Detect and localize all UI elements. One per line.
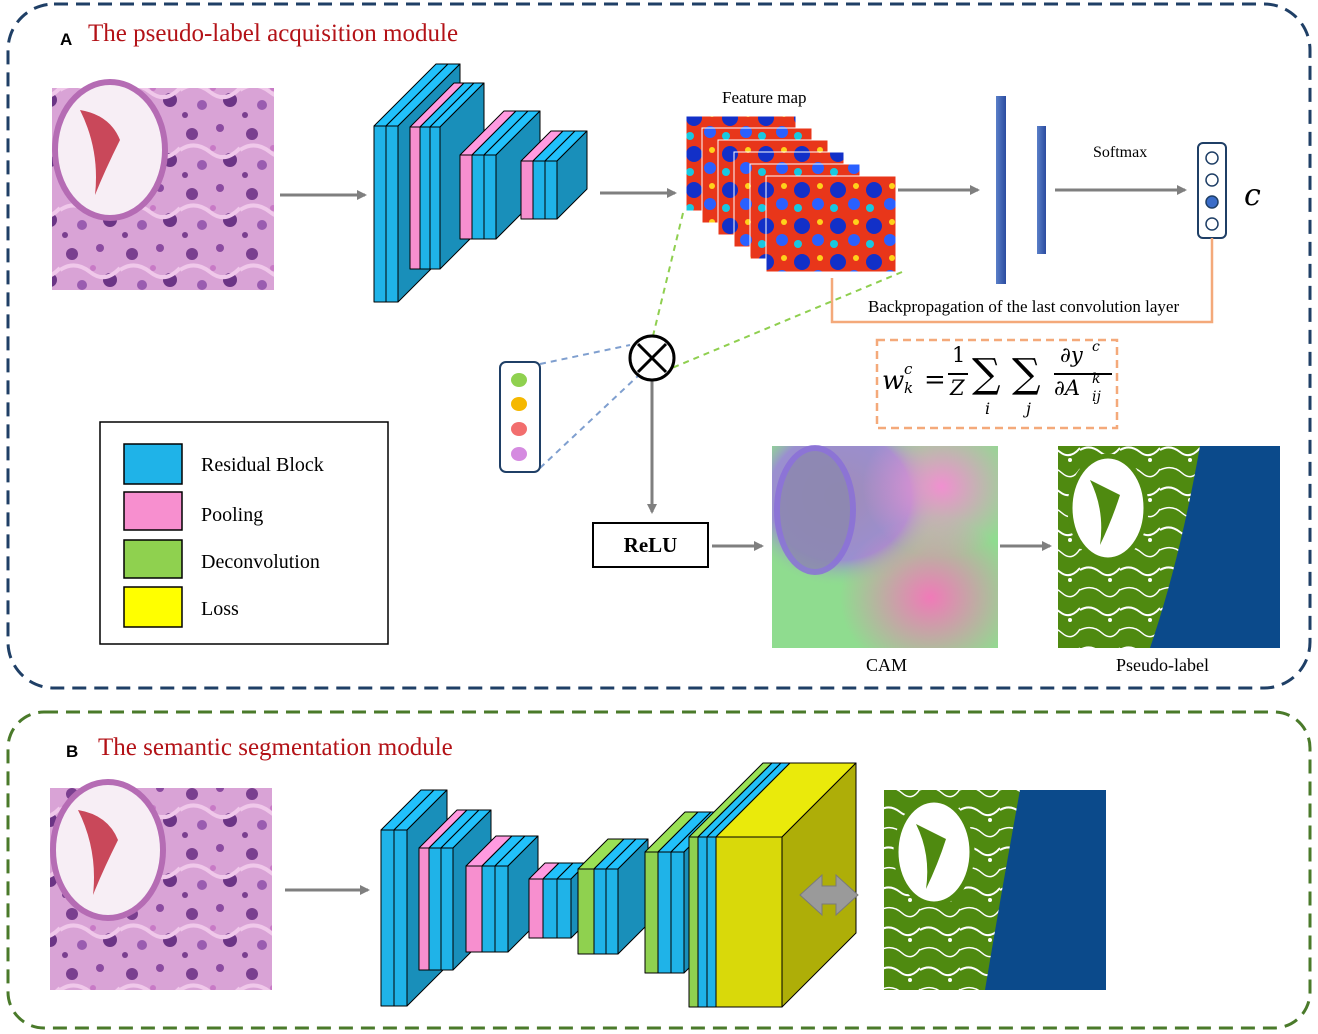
pseudo-label-image <box>1058 446 1280 648</box>
cnnB-layer-2-front <box>418 847 430 971</box>
formula-lhs-sub: k <box>904 379 914 397</box>
formula-deriv-num: ∂y <box>1060 343 1083 367</box>
fc-layer-1 <box>996 96 1006 284</box>
cnnB-layer-13-front <box>605 868 619 955</box>
cnnB-layer-19-front <box>706 836 717 1008</box>
legend-label-pooling: Pooling <box>201 504 264 526</box>
input-histology-image-b <box>50 779 272 990</box>
formula-deriv-den-sup: k <box>1092 371 1101 387</box>
formula-deriv-den-sub: ij <box>1092 389 1101 405</box>
panel-a-title: The pseudo-label acquisition module <box>88 20 459 47</box>
formula-deriv-den: ∂A <box>1054 376 1081 400</box>
proj-line-green-2 <box>671 271 903 369</box>
segmentation-output-image <box>884 790 1106 990</box>
legend-label-loss: Loss <box>201 598 239 620</box>
softmax-output-vector <box>1197 142 1227 239</box>
weights-vector <box>499 361 541 473</box>
encoder-decoder-b <box>380 762 857 1008</box>
cnnB-layer-14-front <box>644 851 659 974</box>
cnnA-layer-5-front <box>459 154 473 240</box>
feature-map-stack <box>685 115 897 273</box>
cam-label: CAM <box>866 655 908 675</box>
panel-a-letter: A <box>60 30 73 49</box>
legend-label-residual: Residual Block <box>201 454 324 476</box>
formula-frac-den: Z <box>950 376 965 400</box>
feature-map-label: Feature map <box>722 88 807 107</box>
backprop-label: Backpropagation of the last convolution … <box>868 297 1180 316</box>
gradcam-weight-formula: w c k = 1 Z ∑ i ∑ j ∂y c ∂A k ij <box>880 339 1116 425</box>
formula-lhs-sup: c <box>904 360 913 378</box>
formula-sum-1: ∑ <box>972 351 1001 397</box>
proj-line-blue-1 <box>539 344 631 365</box>
cnnB-layer-9-front <box>542 878 558 939</box>
softmax-label: Softmax <box>1093 144 1148 161</box>
proj-line-blue-2 <box>539 373 641 469</box>
cnnB-layer-5-front <box>465 865 483 953</box>
cnnB-layer-11-front <box>577 868 595 955</box>
cam-image <box>772 445 998 648</box>
class-symbol: c <box>1244 178 1261 213</box>
formula-frac-num: 1 <box>952 343 966 367</box>
legend-label-deconvolution: Deconvolution <box>201 551 320 573</box>
panel-b-letter: B <box>66 742 79 761</box>
cnn-encoder-a <box>373 63 588 303</box>
multiply-circle-icon <box>628 334 676 382</box>
formula-deriv-num-sup: c <box>1092 339 1100 355</box>
cnnA-layer-9-front <box>532 160 546 220</box>
fc-layer-2 <box>1037 126 1046 254</box>
formula-frac-bar-1 <box>948 373 968 375</box>
formula-sum2-index: j <box>1026 399 1031 418</box>
cnnB-layer-20-front <box>715 836 783 1008</box>
cnnA-layer-7-front <box>483 154 497 240</box>
cnnA-layer-4-front <box>429 126 441 270</box>
cnnA-layer-10-front <box>544 160 558 220</box>
pseudo-label-caption: Pseudo-label <box>1116 655 1209 675</box>
cnnB-layer-16-front <box>670 851 685 974</box>
formula-equals: = <box>924 365 946 395</box>
cnnB-layer-17-front <box>688 836 699 1008</box>
panel-b-frame <box>6 710 1312 1030</box>
formula-sum-2: ∑ <box>1012 351 1041 397</box>
cnnB-layer-1-front <box>393 829 408 1007</box>
cnnA-layer-8-front <box>520 160 534 220</box>
cnnA-layer-6-front <box>471 154 485 240</box>
proj-line-green-1 <box>651 212 684 341</box>
formula-frac-bar-2 <box>1054 373 1112 375</box>
legend-box <box>99 421 389 645</box>
cnnB-layer-7-front <box>494 865 509 953</box>
cnnB-layer-3-front <box>428 847 442 971</box>
panel-a-frame <box>6 2 1312 690</box>
cnnB-layer-4-front <box>440 847 454 971</box>
cnnB-layer-6-front <box>481 865 496 953</box>
cnnB-layer-10-front <box>556 878 572 939</box>
formula-box <box>875 338 1119 430</box>
formula-lhs-base: w <box>882 366 905 396</box>
cnnB-layer-12-front <box>593 868 607 955</box>
cnnA-layer-1-front <box>385 125 399 303</box>
formula-sum1-index: i <box>985 399 991 418</box>
relu-block: ReLU <box>592 522 709 568</box>
cnnA-layer-3-front <box>419 126 431 270</box>
cnnA-layer-0-front <box>373 125 387 303</box>
cnnB-layer-18-front <box>697 836 708 1008</box>
backprop-path <box>830 238 1214 324</box>
input-histology-image-a <box>52 79 274 290</box>
cnnB-layer-15-front <box>657 851 672 974</box>
cnnB-layer-0-front <box>380 829 395 1007</box>
panel-b-title: The semantic segmentation module <box>98 734 453 761</box>
cnnA-layer-2-front <box>409 126 421 270</box>
cnnB-layer-8-front <box>528 878 544 939</box>
double-arrow-icon <box>799 873 859 917</box>
